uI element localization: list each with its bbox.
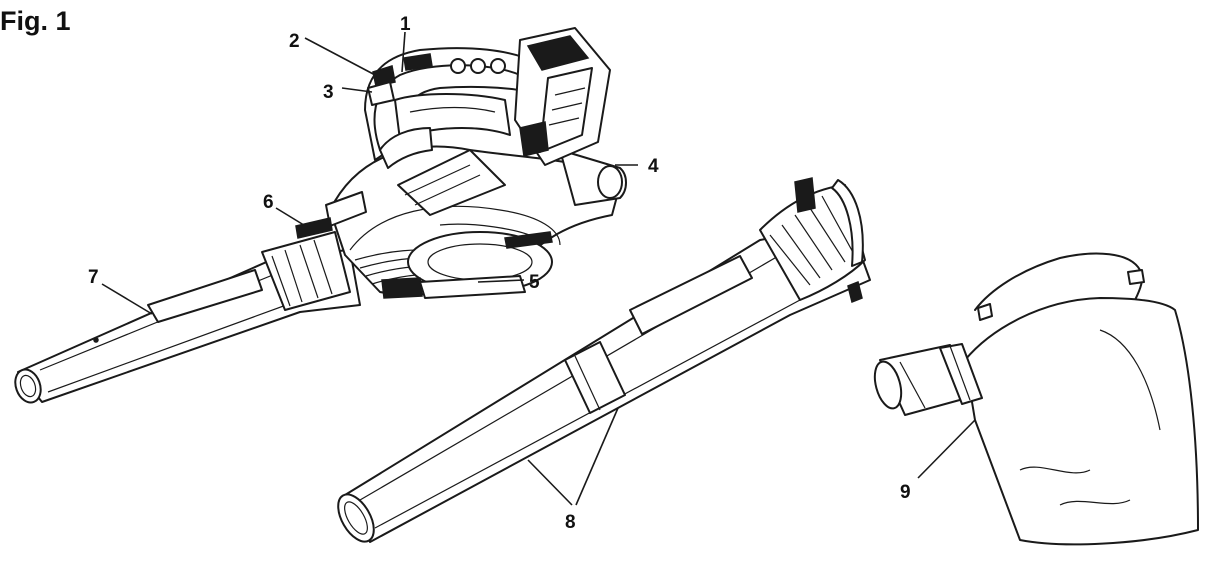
vacuum-tube xyxy=(337,177,871,543)
callout-1: 1 xyxy=(400,14,411,35)
leader-line-3 xyxy=(341,87,373,93)
collection-bag xyxy=(873,252,1199,546)
leader-line-7 xyxy=(101,283,153,315)
leader-line-8a xyxy=(527,459,573,506)
blower-unit xyxy=(14,27,638,404)
callout-8: 8 xyxy=(565,512,576,533)
leader-line-2 xyxy=(304,37,378,77)
leader-line-8b xyxy=(575,407,619,506)
leader-line-5 xyxy=(477,279,525,283)
handle xyxy=(364,47,541,169)
callout-9: 9 xyxy=(900,482,911,503)
blow-tube xyxy=(14,231,361,404)
callout-2: 2 xyxy=(289,31,300,52)
figure-title: Fig. 1 xyxy=(0,6,71,36)
leader-line-1 xyxy=(401,31,406,73)
motor-housing xyxy=(295,145,627,299)
callout-4: 4 xyxy=(648,156,659,177)
leader-line-9 xyxy=(917,419,976,479)
callout-3: 3 xyxy=(323,82,334,103)
battery-pack xyxy=(514,27,611,166)
leader-line-6 xyxy=(275,207,313,231)
callout-5: 5 xyxy=(529,272,540,293)
callout-7: 7 xyxy=(88,267,99,288)
callout-6: 6 xyxy=(263,192,274,213)
